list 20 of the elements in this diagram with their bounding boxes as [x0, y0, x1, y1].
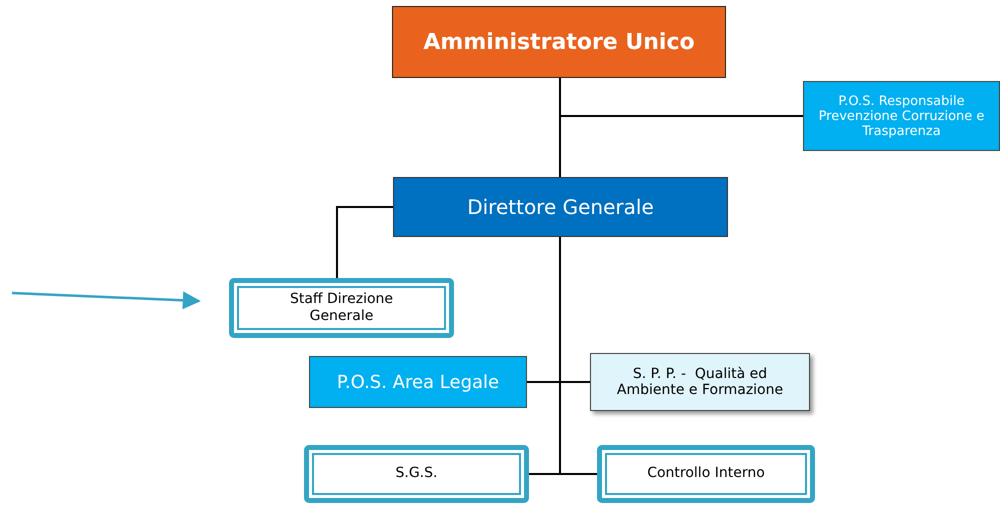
connector-line: [336, 206, 393, 278]
office-box: [803, 81, 1000, 151]
node-label: S.G.S.: [396, 465, 438, 483]
connector-line: [559, 78, 803, 117]
node-label: Controllo Interno: [647, 465, 765, 483]
office-box: [597, 445, 815, 503]
director-box: [393, 177, 728, 237]
arrow: [12, 291, 201, 310]
office-box: [309, 356, 527, 408]
node-label: P.O.S. Responsabile Prevenzione Corruzione e Trasparenza: [818, 94, 986, 138]
node-label: P.O.S. Area Legale: [336, 372, 500, 392]
office-box: [229, 278, 454, 338]
office-box: [590, 353, 810, 411]
connector-line: [559, 237, 597, 475]
node-label: Amministratore Unico: [423, 30, 695, 54]
node-label: Staff Direzione Generale: [289, 290, 394, 326]
title-box: [392, 6, 726, 78]
office-box: [304, 445, 529, 503]
node-label: S. P. P. - Qualità ed Ambiente e Formazione: [616, 366, 784, 398]
node-label: Direttore Generale: [467, 195, 654, 219]
